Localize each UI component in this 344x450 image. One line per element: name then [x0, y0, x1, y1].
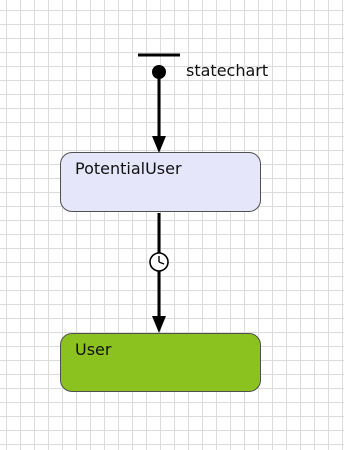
entry-arrow-head [152, 136, 166, 153]
clock-icon[interactable] [149, 252, 169, 272]
state-potential-user[interactable]: PotentialUser [60, 152, 261, 212]
state-user-label: User [75, 340, 112, 359]
state-user[interactable]: User [60, 333, 261, 392]
statechart-label: statechart [186, 61, 269, 80]
transition-arrow-head [152, 316, 166, 333]
state-potential-user-label: PotentialUser [75, 159, 182, 178]
